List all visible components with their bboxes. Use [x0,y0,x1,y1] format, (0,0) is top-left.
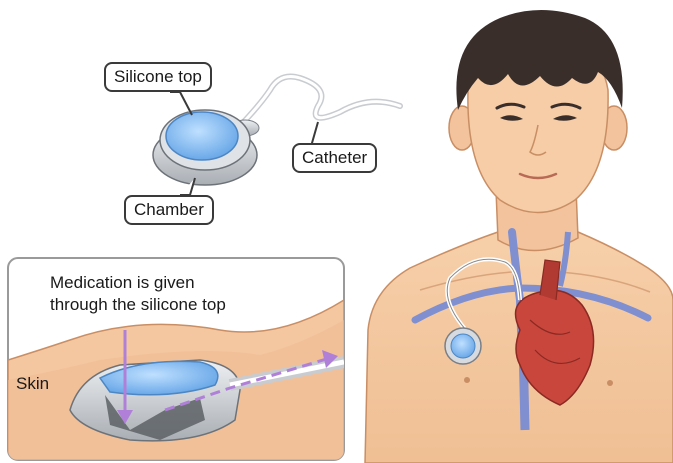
person [365,10,673,463]
skin-label: Skin [16,374,49,394]
medication-caption-line1: Medication is given [50,272,310,294]
chamber-label: Chamber [124,195,214,225]
silicone-top-label: Silicone top [104,62,212,92]
medication-caption: Medication is given through the silicone… [50,272,310,316]
silicone-top-shape [166,112,238,160]
catheter-label: Catheter [292,143,377,173]
medication-caption-line2: through the silicone top [50,294,310,316]
